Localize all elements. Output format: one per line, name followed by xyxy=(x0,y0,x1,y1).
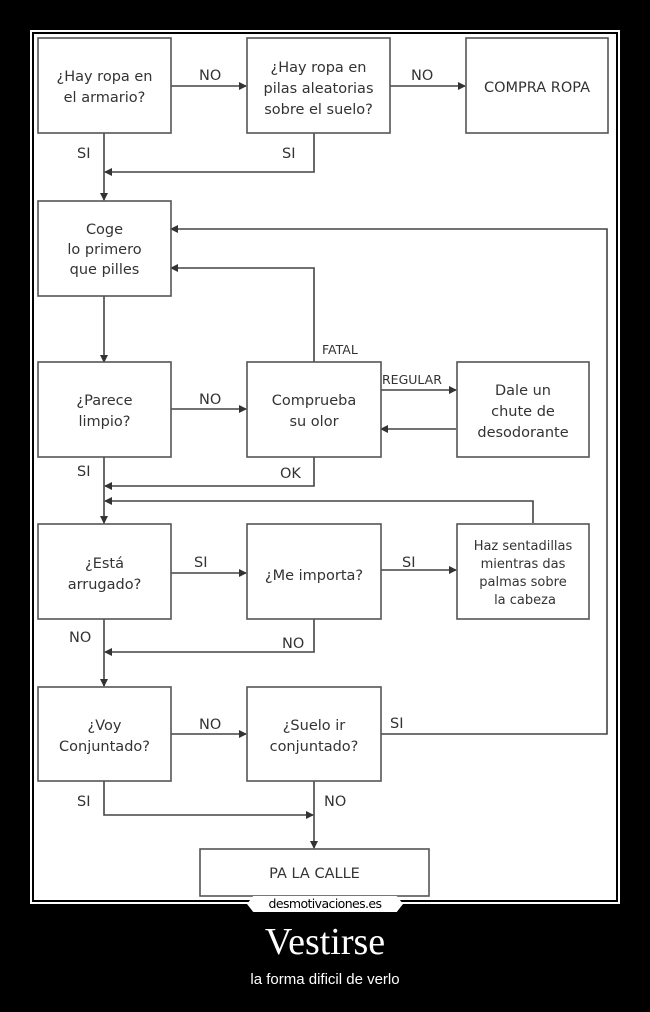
node-text: chute de xyxy=(491,404,555,420)
watermark-badge: desmotivaciones.es xyxy=(247,896,403,912)
node-text: ¿Hay ropa en xyxy=(57,69,153,85)
node-text: lo primero xyxy=(67,242,141,258)
node-ropa-suelo: ¿Hay ropa en pilas aleatorias sobre el s… xyxy=(246,37,391,134)
edge-suelo-conj-si xyxy=(170,225,608,735)
node-text: desodorante xyxy=(477,425,568,441)
edge-label: OK xyxy=(280,466,301,482)
edge-voy-si xyxy=(103,781,314,819)
connectors xyxy=(100,82,608,849)
node-text: palmas sobre xyxy=(479,575,566,590)
edge-sentadillas-back xyxy=(104,497,534,523)
edge-labels: NO NO SI SI FATAL REGULAR NO SI OK SI SI… xyxy=(69,68,442,810)
edge-fatal xyxy=(170,264,315,362)
node-me-importa: ¿Me importa? xyxy=(246,523,382,620)
node-sentadillas: Haz sentadillas mientras das palmas sobr… xyxy=(456,523,590,620)
node-text: mientras das xyxy=(481,557,566,572)
poster-title: Vestirse xyxy=(264,921,386,963)
edge-label: SI xyxy=(282,146,295,162)
node-text: Haz sentadillas xyxy=(474,539,573,554)
node-text: Comprueba xyxy=(272,393,357,409)
node-text: la cabeza xyxy=(494,593,556,608)
node-text: su olor xyxy=(289,414,338,430)
node-text: limpio? xyxy=(79,414,131,430)
edge-label: NO xyxy=(69,630,91,646)
node-text: conjuntado? xyxy=(270,739,359,755)
node-text: el armario? xyxy=(64,90,146,106)
node-text: arrugado? xyxy=(68,577,142,593)
edge-label: NO xyxy=(411,68,433,84)
node-text: COMPRA ROPA xyxy=(484,80,590,96)
node-text: ¿Parece xyxy=(76,393,132,409)
node-parece-limpio: ¿Parece limpio? xyxy=(37,361,172,458)
edge-label: SI xyxy=(194,555,207,571)
node-text: pilas aleatorias xyxy=(263,81,373,97)
edge-label: REGULAR xyxy=(382,372,442,387)
node-desodorante: Dale un chute de desodorante xyxy=(456,361,590,458)
flowchart: ¿Hay ropa en el armario? ¿Hay ropa en pi… xyxy=(37,37,609,897)
node-text: Dale un xyxy=(495,383,551,399)
poster-subtitle: la forma dificil de verlo xyxy=(250,971,400,988)
edge-olor-ok xyxy=(104,457,315,490)
node-compra-ropa: COMPRA ROPA xyxy=(465,37,609,134)
node-ropa-armario: ¿Hay ropa en el armario? xyxy=(37,37,172,134)
edge-label: FATAL xyxy=(322,342,358,357)
node-coge: Coge lo primero que pilles xyxy=(37,200,172,297)
node-text: ¿Voy xyxy=(88,718,122,734)
edge-label: SI xyxy=(402,555,415,571)
node-text: Coge xyxy=(86,222,123,238)
edge-suelo-si xyxy=(104,133,315,176)
node-text: Conjuntado? xyxy=(59,739,150,755)
edge-label: NO xyxy=(199,717,221,733)
edge-label: NO xyxy=(324,794,346,810)
edge-label: SI xyxy=(77,794,90,810)
edge-label: SI xyxy=(390,716,403,732)
node-suelo-conjuntado: ¿Suelo ir conjuntado? xyxy=(246,686,382,782)
edge-label: SI xyxy=(77,464,90,480)
edge-importa-no xyxy=(104,619,315,656)
edge-label: NO xyxy=(199,392,221,408)
node-text: que pilles xyxy=(70,262,140,278)
node-text: ¿Suelo ir xyxy=(283,718,346,734)
node-pa-la-calle: PA LA CALLE xyxy=(199,848,430,897)
node-text: PA LA CALLE xyxy=(269,866,360,882)
edge-label: NO xyxy=(282,636,304,652)
node-comprueba-olor: Comprueba su olor xyxy=(246,361,382,458)
node-arrugado: ¿Está arrugado? xyxy=(37,523,172,620)
edge-label: NO xyxy=(199,68,221,84)
node-voy-conjuntado: ¿Voy Conjuntado? xyxy=(37,686,172,782)
edge-label: SI xyxy=(77,146,90,162)
node-text: ¿Me importa? xyxy=(265,568,363,584)
node-text: ¿Hay ropa en xyxy=(271,60,367,76)
node-text: sobre el suelo? xyxy=(264,102,373,118)
node-text: ¿Está xyxy=(85,556,124,572)
